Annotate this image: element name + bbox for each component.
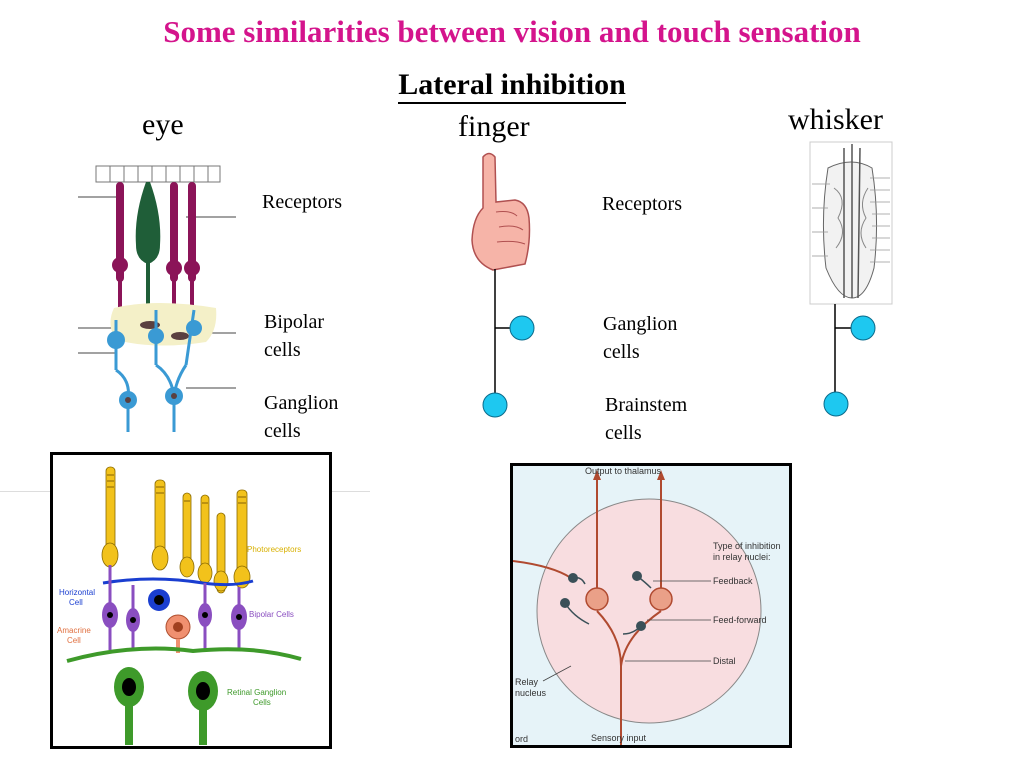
touch-brainstem-label-line1: Brainstem	[605, 394, 688, 416]
feed-forward-label: Feed-forward	[713, 615, 767, 625]
retina-top-border	[95, 165, 221, 183]
whisker-header: whisker	[788, 103, 883, 136]
inhibition-type-label-line1: Type of inhibition	[713, 541, 781, 551]
retina-cell-svg: Photoreceptors Horizontal Cell Amacrine …	[57, 466, 302, 745]
horizontal-cell-process	[102, 577, 254, 587]
divider-left	[0, 491, 50, 492]
eye-bipolar-label-line2: cells	[264, 339, 301, 361]
relay-pointer-lines	[542, 580, 711, 682]
finger-nodes	[482, 315, 535, 418]
eye-bipolar-label-line1: Bipolar	[264, 311, 324, 333]
relay-nucleus-svg: Output to thalamus Type of inhibition in…	[513, 466, 789, 745]
horizontal-label-line2: Cell	[69, 598, 83, 607]
retina-cell-diagram: Photoreceptors Horizontal Cell Amacrine …	[50, 452, 332, 749]
relay-neuron-right	[649, 587, 673, 611]
bipolar-cells-label: Bipolar Cells	[249, 610, 294, 619]
bipolar-cells-eye	[107, 309, 202, 370]
output-to-thalamus-label: Output to thalamus	[585, 466, 662, 476]
horizontal-label-line1: Horizontal	[59, 588, 95, 597]
relay-nucleus-label-line2: nucleus	[515, 688, 547, 698]
photoreceptors-label: Photoreceptors	[247, 545, 301, 554]
eye-pointer-lines	[78, 196, 236, 389]
eye-retina-illustration	[78, 165, 236, 432]
retinal-ganglion-label-line1: Retinal Ganglion	[227, 688, 286, 697]
sensory-input-label: Sensory input	[591, 733, 647, 743]
touch-receptors-label: Receptors	[602, 193, 682, 215]
amacrine-label-line1: Amacrine	[57, 626, 91, 635]
finger-illustration	[471, 152, 531, 402]
relay-nucleus-diagram: Output to thalamus Type of inhibition in…	[510, 463, 792, 748]
slide-title: Some similarities between vision and tou…	[163, 14, 861, 49]
eye-header: eye	[142, 108, 184, 141]
photoreceptor-stripes	[107, 474, 246, 504]
amacrine-label-line2: Cell	[67, 636, 81, 645]
finger-header: finger	[458, 110, 530, 143]
touch-brainstem-label-line2: cells	[605, 422, 642, 444]
touch-ganglion-label-line2: cells	[603, 341, 640, 363]
follicle-capsule	[822, 161, 878, 299]
whisker-nodes	[823, 315, 876, 417]
whisker-brainstem-node	[823, 391, 849, 417]
subtitle-text: Lateral inhibition	[398, 68, 626, 104]
distal-label: Distal	[713, 656, 736, 666]
retinal-ganglion-label-line2: Cells	[253, 698, 271, 707]
ganglion-dendrites	[66, 646, 302, 663]
rod-cells	[112, 182, 200, 311]
cone-cell	[135, 182, 161, 264]
touch-ganglion-label-line1: Ganglion	[603, 313, 678, 335]
relay-nucleus-circle	[536, 498, 762, 724]
relay-fibers	[513, 476, 662, 745]
relay-nucleus-label-line1: Relay	[515, 677, 539, 687]
eye-ganglion-label-line2: cells	[264, 420, 301, 442]
eye-ganglion-label-line1: Ganglion	[264, 392, 339, 414]
divider-middle	[330, 491, 370, 492]
finger-ganglion-node	[509, 315, 535, 341]
inhibition-type-label-line2: in relay nuclei:	[713, 552, 771, 562]
relay-neuron-left	[585, 587, 609, 611]
feedback-label: Feedback	[713, 576, 753, 586]
photoreceptor-cells	[101, 466, 251, 594]
whisker-follicle-illustration	[809, 141, 893, 403]
slide-subtitle: Lateral inhibition	[0, 68, 1024, 104]
whisker-ganglion-node	[850, 315, 876, 341]
eye-receptors-label: Receptors	[262, 191, 342, 213]
finger-brainstem-node	[482, 392, 508, 418]
cord-label-fragment: ord	[515, 734, 528, 744]
